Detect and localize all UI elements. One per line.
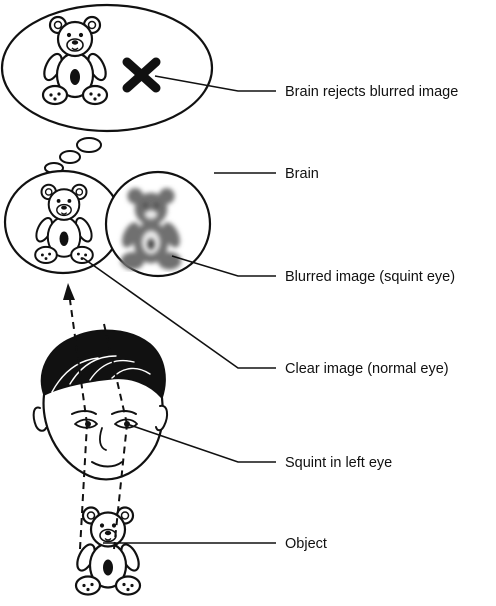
object-teddy-bear-icon xyxy=(74,508,143,595)
label-squint-left-eye: Squint in left eye xyxy=(285,455,392,471)
thought-bubble-top xyxy=(2,5,212,131)
teddy-bear-icon xyxy=(33,185,95,263)
label-clear-image: Clear image (normal eye) xyxy=(285,361,449,377)
label-brain-rejects: Brain rejects blurred image xyxy=(285,84,458,100)
label-blurred-image: Blurred image (squint eye) xyxy=(285,269,455,285)
label-object: Object xyxy=(285,536,327,552)
thought-trail xyxy=(45,138,101,173)
label-brain: Brain xyxy=(285,166,319,182)
teddy-bear-icon xyxy=(41,17,110,104)
brain-bubbles xyxy=(5,171,210,276)
child-head xyxy=(34,330,167,479)
labels: Brain rejects blurred image Brain Blurre… xyxy=(285,84,458,552)
arrow-head-icon xyxy=(63,283,75,300)
